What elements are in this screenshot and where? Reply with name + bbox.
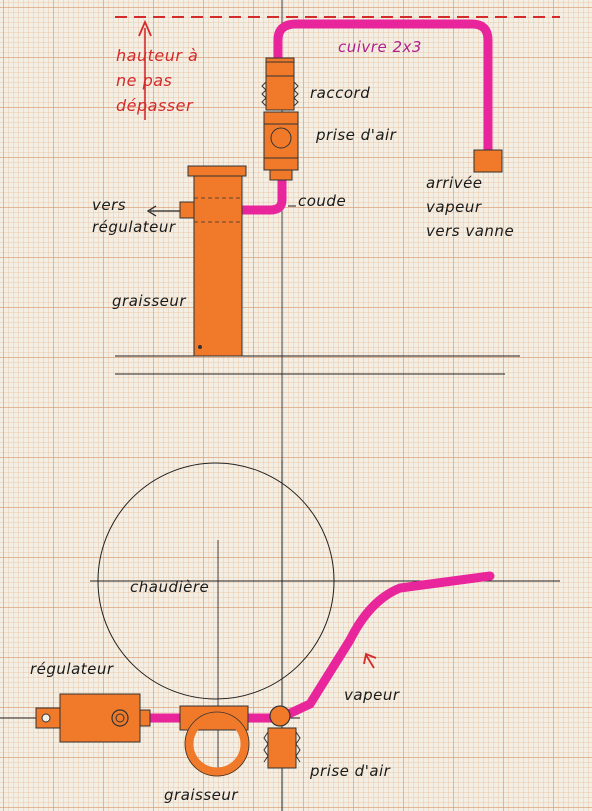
lubricator-body xyxy=(179,165,247,357)
copper-pipe-label: cuivre 2x3 xyxy=(338,38,422,56)
height-limit-label-2: ne pas xyxy=(116,71,173,90)
copper-pipe-top xyxy=(273,19,493,155)
regulator-label: régulateur xyxy=(30,660,114,678)
steam-inlet-label-2: vapeur xyxy=(426,198,482,216)
height-arrow xyxy=(138,19,152,120)
height-limit-label-3: dépasser xyxy=(116,96,194,115)
raccord-fitting xyxy=(261,57,299,111)
boiler-label: chaudière xyxy=(130,578,210,596)
steam-inlet-fitting xyxy=(473,149,503,173)
lubricator-label-bottom: graisseur xyxy=(164,786,239,804)
steam-inlet-label-1: arrivée xyxy=(426,174,483,192)
elbow-pipe xyxy=(235,173,287,215)
lubricator-plan xyxy=(179,705,250,777)
air-intake-label-bottom: prise d'air xyxy=(310,762,391,780)
to-regulator-label-1: vers xyxy=(92,196,127,214)
to-regulator-arrow xyxy=(146,205,180,217)
steam-pipe-bottom xyxy=(275,571,495,723)
height-limit-label-1: hauteur à xyxy=(116,46,199,65)
air-intake-label-top: prise d'air xyxy=(316,126,397,144)
steam-direction-arrow xyxy=(363,652,377,669)
to-regulator-label-2: régulateur xyxy=(92,218,176,236)
raccord-label: raccord xyxy=(310,84,371,102)
steam-label: vapeur xyxy=(344,686,400,704)
elbow-label: coude xyxy=(298,192,347,210)
air-intake-plan xyxy=(263,705,301,769)
steam-inlet-label-3: vers vanne xyxy=(426,222,515,240)
regulator-block xyxy=(35,693,151,743)
air-intake-fitting xyxy=(263,111,299,181)
lubricator-label-top: graisseur xyxy=(112,292,187,310)
